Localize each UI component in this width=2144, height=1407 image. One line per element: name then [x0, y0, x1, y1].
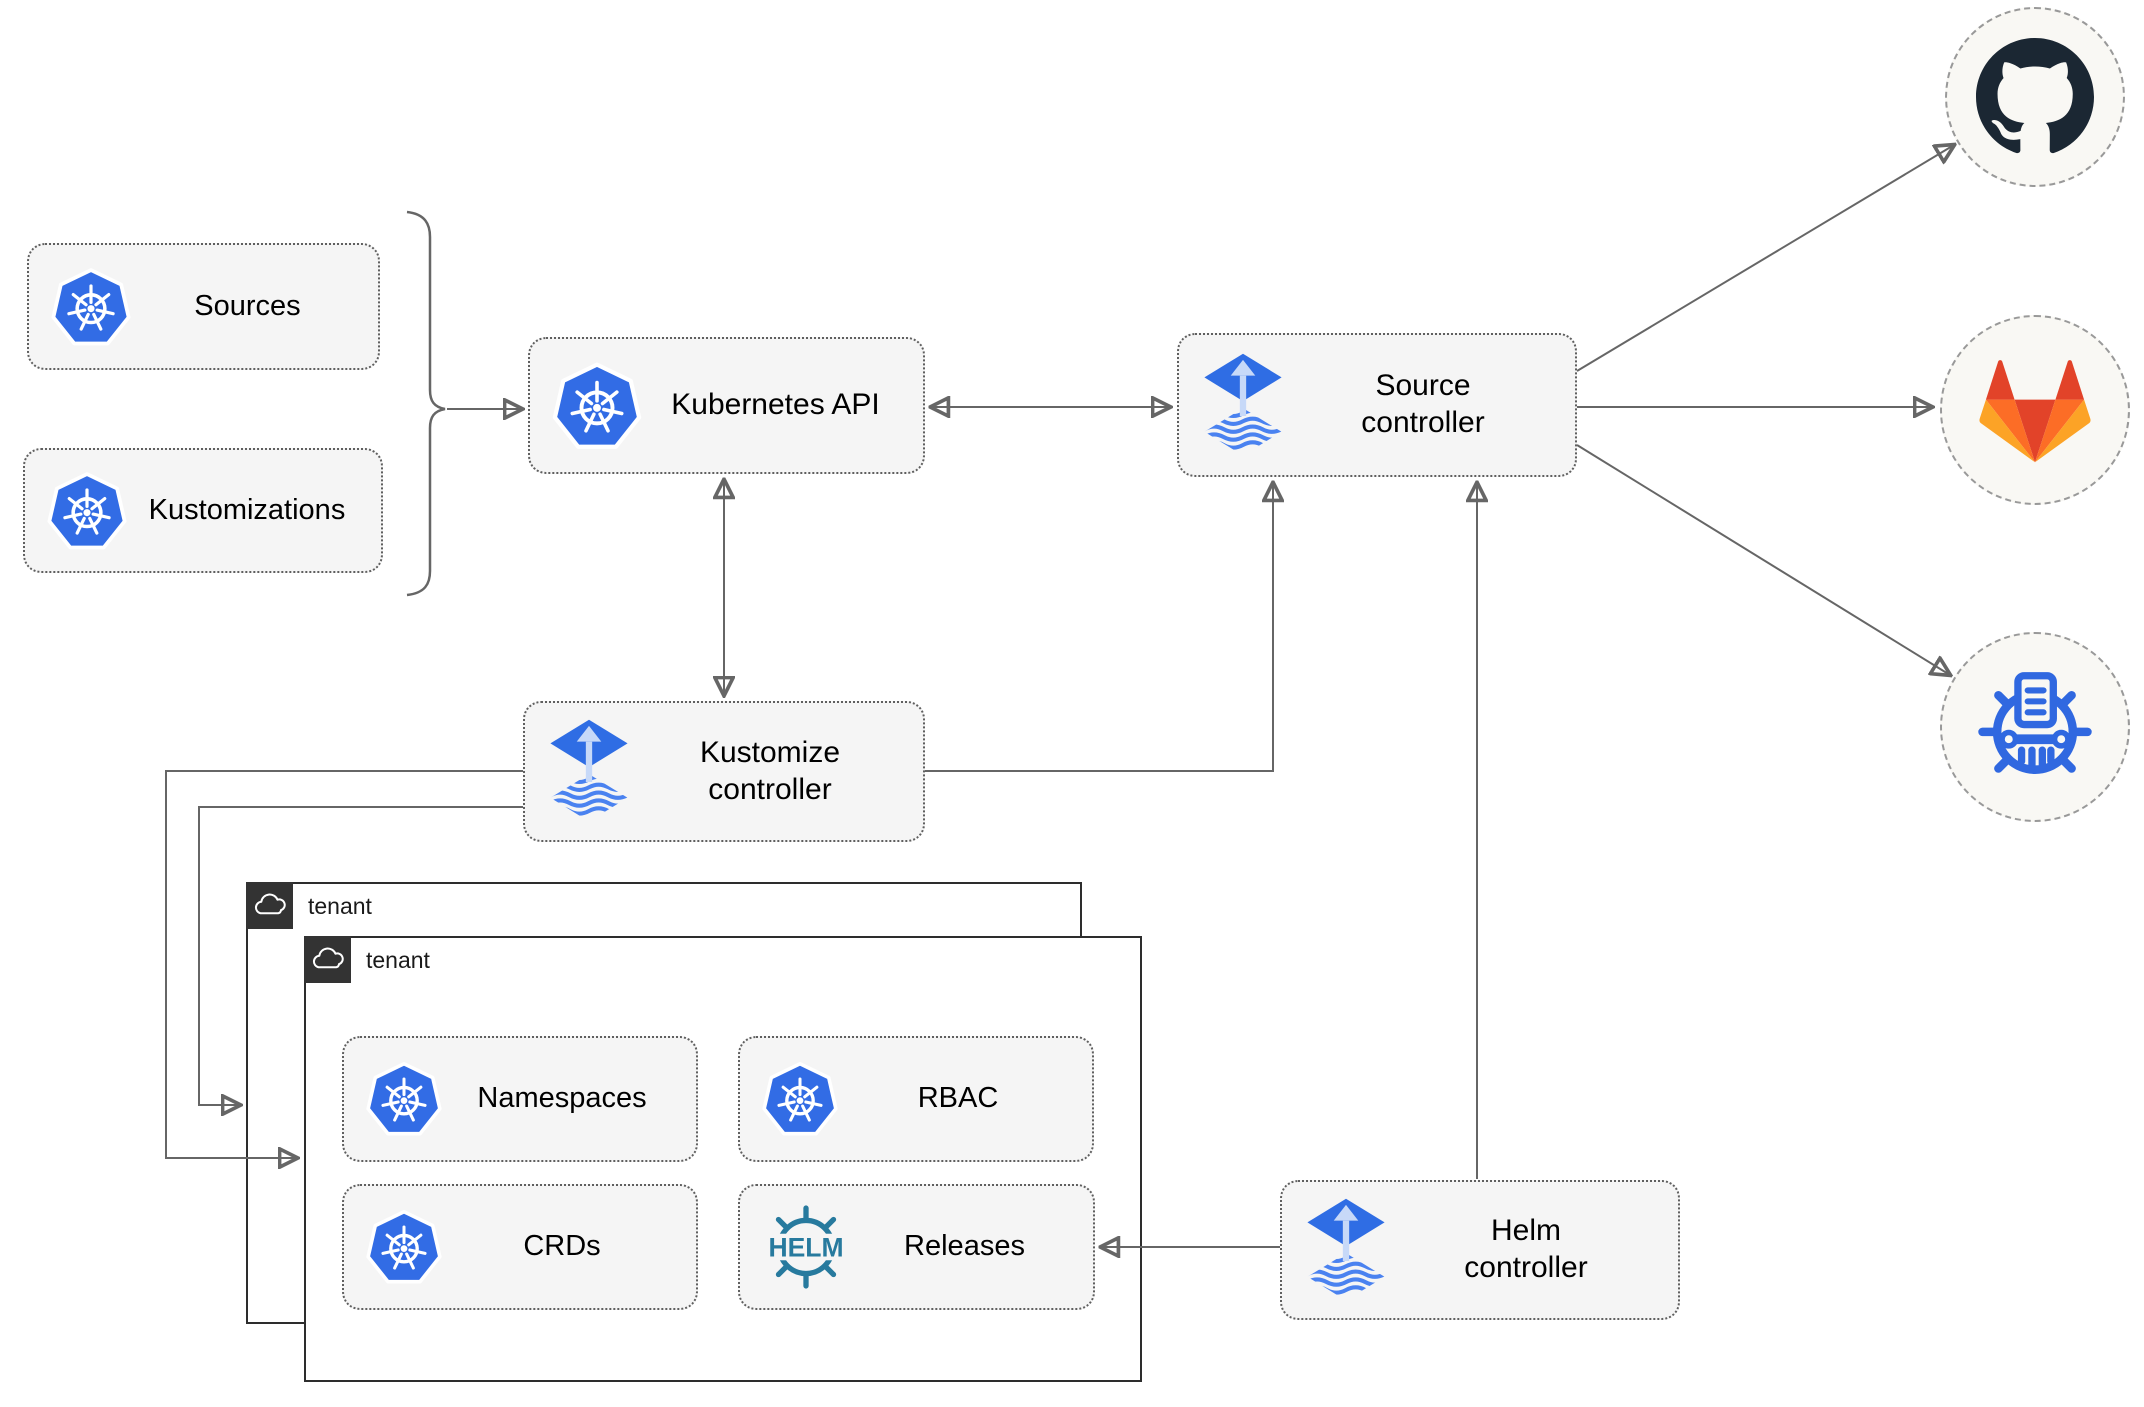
- node-label: CRDs: [523, 1230, 601, 1263]
- node-rbac: RBAC: [738, 1036, 1094, 1162]
- node-kustomize-controller: Kustomize controller: [523, 701, 925, 842]
- edge-kustomize-controller-to-source-controller: [925, 483, 1273, 772]
- gitlab-target: [1940, 315, 2130, 505]
- node-label: Kustomizations: [148, 493, 346, 526]
- helm-icon: HELM: [760, 1201, 852, 1293]
- helm-repository-icon: [1974, 666, 2096, 788]
- kubernetes-icon: [45, 469, 129, 553]
- node-kustomizations: Kustomizations: [23, 448, 383, 573]
- flux-icon: [545, 718, 633, 825]
- kubernetes-icon: [49, 265, 133, 349]
- github-target: [1945, 7, 2125, 187]
- cloud-icon: [303, 935, 351, 983]
- node-namespaces: Namespaces: [342, 1036, 698, 1162]
- node-label: RBAC: [917, 1082, 999, 1115]
- node-label: Sources: [194, 289, 301, 322]
- flux-icon: [1302, 1197, 1390, 1304]
- cloud-icon: [245, 881, 293, 929]
- node-label: Kustomize controller: [699, 735, 841, 806]
- node-kubernetes-api: Kubernetes API: [528, 337, 925, 474]
- node-label: Helm controller: [1464, 1214, 1588, 1284]
- node-label: Releases: [904, 1230, 1025, 1263]
- edge-source-controller-to-helm-repository: [1576, 444, 1950, 675]
- edge-source-controller-to-github: [1576, 145, 1954, 372]
- kubernetes-icon: [364, 1207, 444, 1287]
- flux-icon: [1199, 352, 1287, 459]
- kubernetes-icon: [760, 1059, 840, 1139]
- grouping-brace: [406, 210, 446, 597]
- gitlab-icon: [1979, 357, 2091, 464]
- tenant-label: tenant: [308, 893, 372, 919]
- node-source-controller: Source controller: [1177, 333, 1577, 477]
- node-helm-controller: Helm controller: [1280, 1180, 1680, 1320]
- node-label: Namespaces: [477, 1082, 647, 1115]
- kubernetes-icon: [364, 1059, 444, 1139]
- github-icon: [1976, 38, 2094, 156]
- kubernetes-icon: [550, 359, 644, 453]
- node-releases: HELM Releases: [738, 1184, 1095, 1310]
- tenant-label: tenant: [366, 947, 430, 973]
- helm-logo-text: HELM: [768, 1233, 843, 1263]
- node-label: Kubernetes API: [671, 388, 880, 422]
- helm-repository-target: [1940, 632, 2130, 822]
- node-sources: Sources: [27, 243, 380, 370]
- node-crds: CRDs: [342, 1184, 698, 1310]
- node-label: Source controller: [1361, 369, 1485, 439]
